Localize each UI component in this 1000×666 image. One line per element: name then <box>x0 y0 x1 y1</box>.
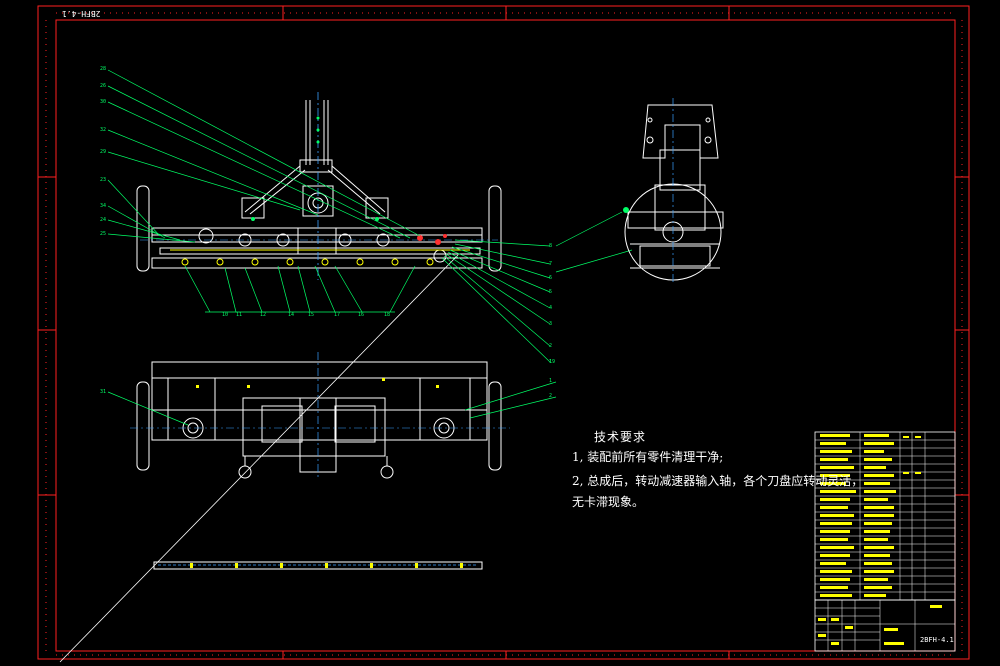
technical-requirement-2-cont: 无卡滞现象。 <box>572 495 645 509</box>
technical-requirements-title: 技术要求 <box>594 430 647 444</box>
svg-text:12: 12 <box>260 312 266 318</box>
svg-text:1: 1 <box>549 359 552 365</box>
svg-text:24: 24 <box>100 217 106 223</box>
svg-text:18: 18 <box>384 312 390 318</box>
svg-text:10: 10 <box>222 312 228 318</box>
title-drawing-number: 2BFH-4.1 <box>920 636 954 644</box>
svg-text:16: 16 <box>358 312 364 318</box>
construction-line <box>59 254 459 663</box>
svg-text:2: 2 <box>549 393 552 399</box>
svg-text:4: 4 <box>549 305 552 311</box>
plan-view <box>136 361 502 479</box>
parts-list <box>814 431 956 601</box>
svg-text:26: 26 <box>100 83 106 89</box>
svg-text:11: 11 <box>236 312 242 318</box>
frame-dots <box>45 12 963 656</box>
svg-text:3: 3 <box>549 321 552 327</box>
front-elevation-view <box>107 69 633 363</box>
svg-text:23: 23 <box>100 177 106 183</box>
title-block <box>814 599 956 652</box>
svg-text:28: 28 <box>100 66 106 72</box>
sheet-border-outer <box>37 5 970 660</box>
svg-text:30: 30 <box>100 99 106 105</box>
svg-text:8: 8 <box>549 243 552 249</box>
svg-text:15: 15 <box>308 312 314 318</box>
technical-requirement-2: 2, 总成后，转动减速器输入轴，各个刀盘应转动灵活， <box>572 474 864 488</box>
svg-text:1: 1 <box>549 378 552 384</box>
svg-text:19: 19 <box>549 359 555 365</box>
svg-text:17: 17 <box>334 312 340 318</box>
svg-text:32: 32 <box>100 127 106 133</box>
svg-text:6: 6 <box>549 275 552 281</box>
technical-requirement-1: 1, 装配前所有零件清理干净; <box>572 450 724 464</box>
svg-text:14: 14 <box>288 312 294 318</box>
blade-strip-view <box>153 561 483 570</box>
svg-text:7: 7 <box>549 261 552 267</box>
svg-text:29: 29 <box>100 149 106 155</box>
svg-text:34: 34 <box>100 203 106 209</box>
svg-text:5: 5 <box>549 289 552 295</box>
svg-text:25: 25 <box>100 231 106 237</box>
svg-text:31: 31 <box>100 389 106 395</box>
border-ticks <box>38 6 969 659</box>
svg-text:2: 2 <box>549 343 552 349</box>
side-elevation-view <box>624 104 724 281</box>
corner-drawing-code: 2BFH-4.1 <box>62 9 101 18</box>
